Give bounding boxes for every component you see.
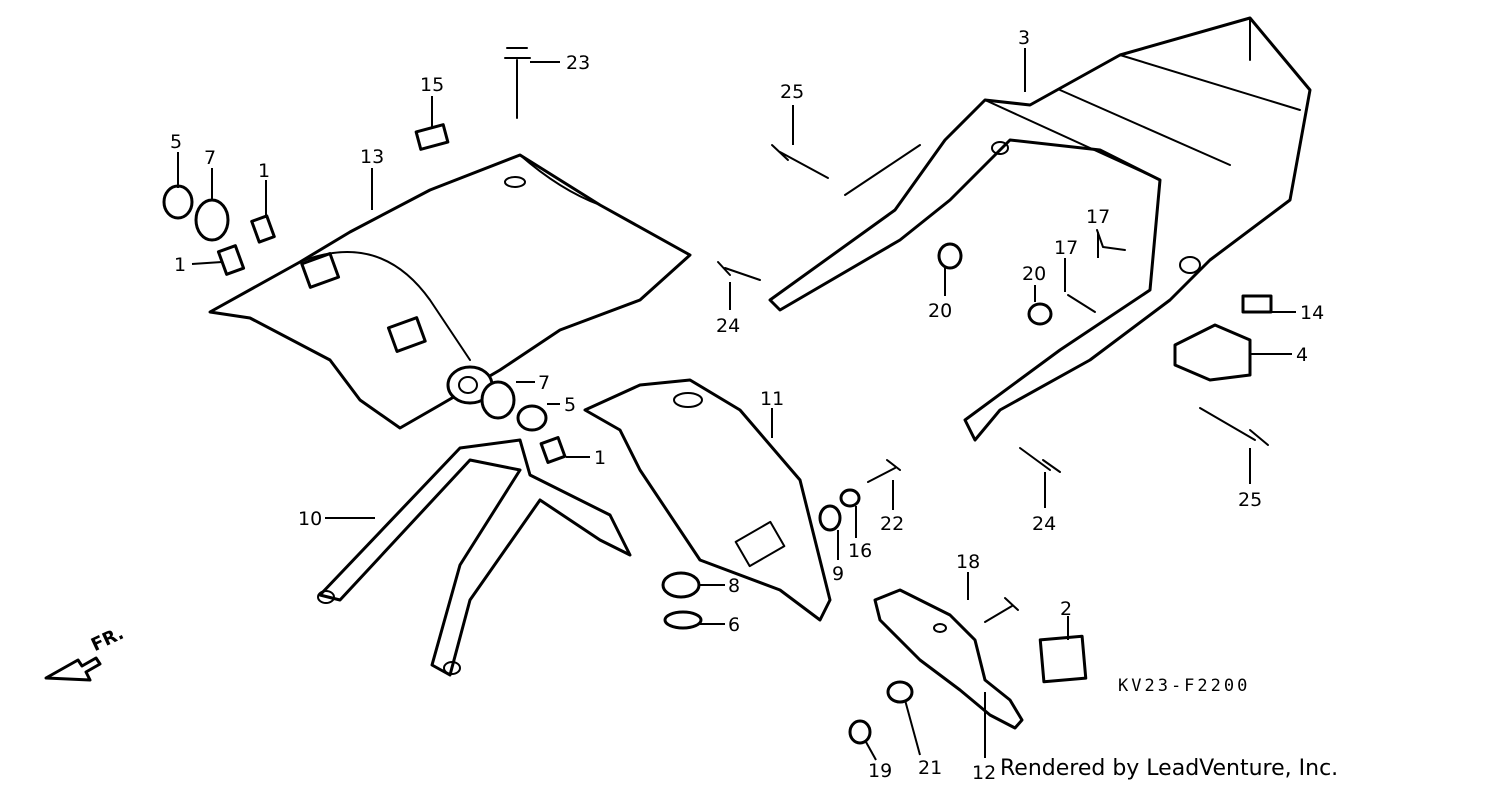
callout-label: 13 <box>360 146 384 168</box>
callout-numbers: 1 1 1 2 3 4 5 5 6 7 7 8 9 10 11 12 13 14… <box>170 27 1324 784</box>
callout-label: 20 <box>1022 263 1046 285</box>
callout-label: 22 <box>880 513 904 535</box>
callout-label: 5 <box>170 131 182 153</box>
callout-label: 20 <box>928 300 952 322</box>
callout-label: 10 <box>298 508 322 530</box>
callout-label: 3 <box>1018 27 1030 49</box>
callout-label: 7 <box>538 372 550 394</box>
rear-fender-part <box>208 153 692 430</box>
callout-label: 21 <box>918 757 942 779</box>
callout-label: 24 <box>1032 513 1056 535</box>
rear-bracket-part <box>317 438 632 677</box>
leader-lines <box>177 48 1296 761</box>
callout-label: 1 <box>174 254 186 276</box>
callout-label: 12 <box>972 762 996 784</box>
callout-label: 4 <box>1296 344 1308 366</box>
callout-label: 8 <box>728 575 740 597</box>
drawing-code: KV23-F2200 <box>1118 676 1251 696</box>
callout-label: 15 <box>420 74 444 96</box>
callout-label: 23 <box>566 52 590 74</box>
callout-label: 24 <box>716 315 740 337</box>
render-credit: Rendered by LeadVenture, Inc. <box>1000 756 1339 781</box>
callout-label: 18 <box>956 551 980 573</box>
callout-label: 17 <box>1086 206 1110 228</box>
license-bracket-part <box>873 588 1024 730</box>
inner-fender-part <box>583 378 832 622</box>
callout-label: 19 <box>868 760 892 782</box>
callout-label: 9 <box>832 563 844 585</box>
callout-label: 17 <box>1054 237 1078 259</box>
callout-label: 25 <box>780 81 804 103</box>
callout-label: 16 <box>848 540 872 562</box>
callout-label: 6 <box>728 614 740 636</box>
callout-label: 5 <box>564 394 576 416</box>
callout-label: 11 <box>760 388 784 410</box>
callout-label: 2 <box>1060 598 1072 620</box>
callout-label: 1 <box>258 160 270 182</box>
callout-label: 7 <box>204 147 216 169</box>
callout-label: 25 <box>1238 489 1262 511</box>
callout-label: 1 <box>594 447 606 469</box>
callout-label: 14 <box>1300 302 1324 324</box>
rear-carrier-frame-part <box>768 16 1312 442</box>
